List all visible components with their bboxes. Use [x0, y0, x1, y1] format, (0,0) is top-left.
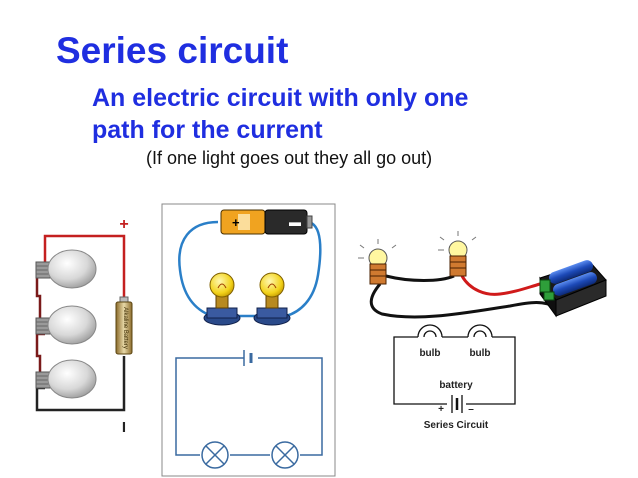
left-bulb-3	[35, 359, 97, 399]
slide-subtitle: An electric circuit with only one path f…	[92, 82, 468, 146]
schematic-battery-label: battery	[439, 380, 473, 391]
schematic-bulb-label-2: bulb	[469, 348, 490, 359]
schematic-plus-sign: +	[438, 404, 444, 415]
left-link-2	[35, 332, 45, 376]
left-series-diagram: Alkaline Battery + I	[35, 216, 133, 436]
right-black-wire	[369, 283, 557, 319]
subtitle-line-2: path for the current	[92, 116, 323, 144]
right-red-wire	[460, 275, 541, 296]
svg-text:+: +	[232, 215, 240, 230]
middle-bulb-2	[253, 272, 291, 326]
left-battery-text: Alkaline Battery	[122, 307, 128, 349]
left-red-wire	[43, 234, 126, 300]
left-battery: Alkaline Battery	[115, 296, 133, 355]
left-minus-sign: I	[122, 419, 126, 436]
left-plus-sign: +	[119, 216, 128, 233]
right-battery-pack	[539, 260, 607, 318]
subtitle-line-1: An electric circuit with only one	[92, 84, 469, 112]
middle-series-diagram: + ▬	[161, 203, 336, 477]
right-bulb-2	[438, 231, 477, 277]
middle-bulb-1	[203, 272, 241, 326]
schematic-bulb-label-1: bulb	[419, 348, 440, 359]
right-link-wire	[385, 274, 455, 282]
right-bulb-1	[358, 239, 397, 285]
middle-battery: + ▬	[220, 209, 313, 235]
right-schematic: bulb bulb battery + – Series Circuit	[393, 324, 516, 431]
left-link-1	[35, 274, 45, 318]
middle-schematic	[175, 350, 323, 469]
schematic-caption: Series Circuit	[424, 420, 489, 431]
left-bulb-1	[35, 249, 97, 289]
slide-note: (If one light goes out they all go out)	[146, 148, 433, 168]
svg-text:▬: ▬	[289, 215, 301, 229]
middle-panel-frame	[161, 203, 336, 477]
schematic-minus-sign: –	[468, 404, 474, 415]
slide-title: Series circuit	[56, 30, 289, 71]
right-cartoon-diagram	[358, 231, 607, 319]
left-bulb-2	[35, 305, 97, 345]
